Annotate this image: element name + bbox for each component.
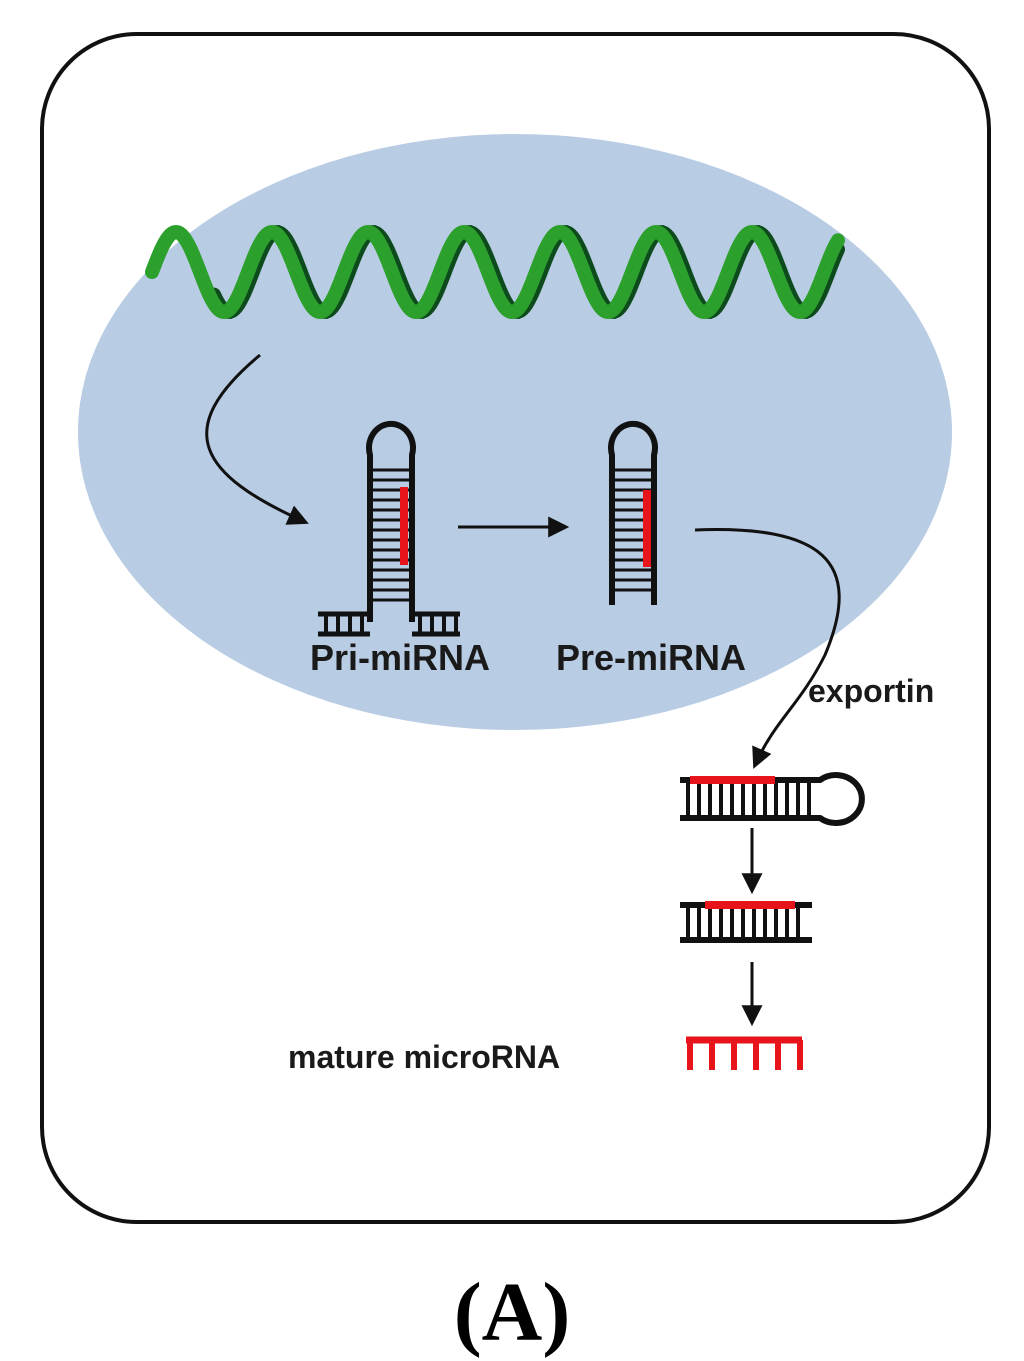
mirna-duplex xyxy=(680,901,812,943)
pri-mirna-label: Pri-miRNA xyxy=(310,637,490,678)
dna-strand-light xyxy=(145,224,845,320)
exportin-arrow xyxy=(694,528,841,769)
transcription-arrow xyxy=(205,353,309,525)
mature-microrna-label: mature microRNA xyxy=(288,1039,560,1075)
duplex-base-pairs xyxy=(686,905,800,940)
pre-mirna-label: Pre-miRNA xyxy=(556,637,746,678)
pri-mirna-tail-base-pairs xyxy=(324,614,458,634)
nucleus xyxy=(78,134,952,730)
pri-mirna-hairpin xyxy=(318,420,460,637)
cytoplasmic-pre-mirna-base-pairs xyxy=(686,780,811,818)
exportin-label: exportin xyxy=(808,673,934,709)
panel-label: (A) xyxy=(454,1266,571,1359)
cytoplasmic-pre-mirna xyxy=(680,772,865,826)
dna-double-helix xyxy=(145,224,845,320)
pre-mirna-hairpin xyxy=(608,420,658,605)
mature-microrna-strand xyxy=(686,1036,803,1070)
